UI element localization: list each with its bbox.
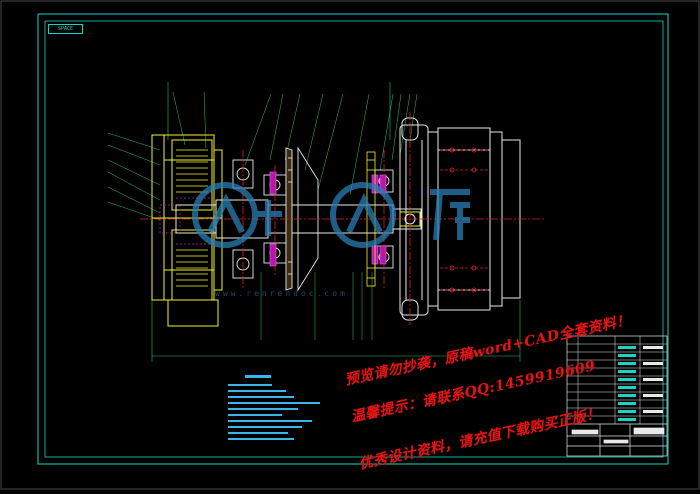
watermark-logo <box>192 182 470 248</box>
centerlines <box>140 112 545 325</box>
technical-notes <box>228 375 320 440</box>
bevel-gear-left <box>285 146 319 292</box>
leader-lines <box>107 91 418 340</box>
frame-outer-border <box>37 13 669 465</box>
frame-inner-border <box>44 20 664 458</box>
drawing-title-tag: SPACE <box>48 24 83 34</box>
title-block <box>566 335 668 457</box>
parts-list-table <box>567 336 667 424</box>
parts-list-entries <box>618 346 663 421</box>
watermark-site-text: www.renrendoc.com <box>215 289 348 298</box>
friction-disc-stack <box>176 149 208 287</box>
motor-bolt-pattern <box>440 147 488 293</box>
